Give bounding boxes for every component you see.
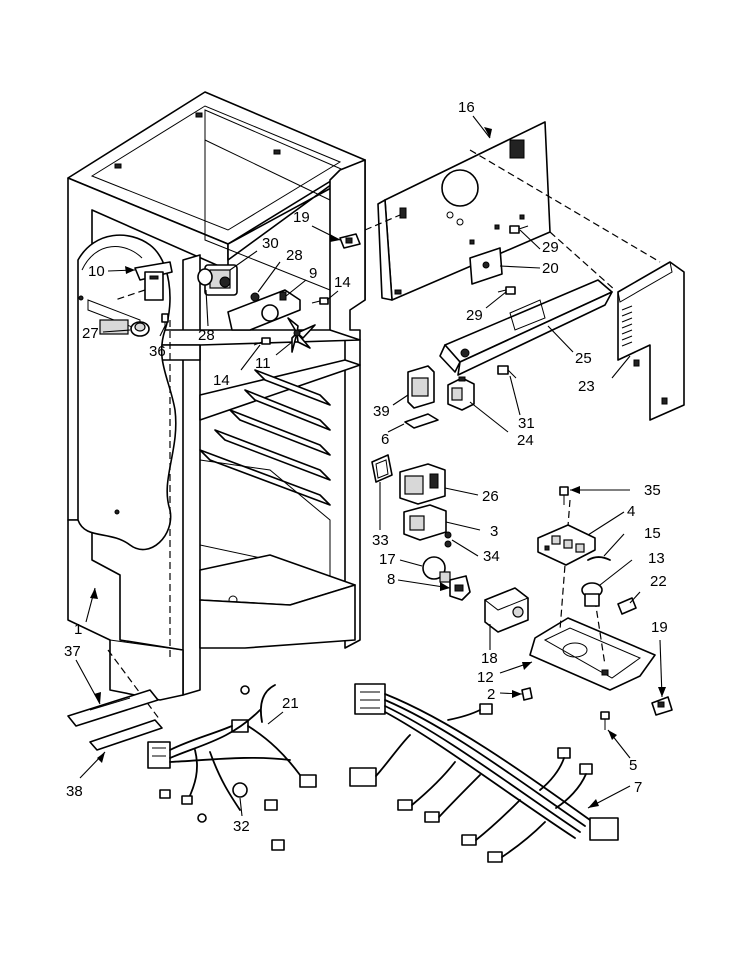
callout-30: 30 bbox=[262, 235, 279, 252]
part-20-gasket[interactable] bbox=[469, 247, 503, 285]
callout-10: 10 bbox=[88, 263, 105, 280]
callout-8: 8 bbox=[387, 571, 395, 588]
callout-35: 35 bbox=[644, 482, 661, 499]
callout-28-upper: 28 bbox=[286, 247, 303, 264]
callout-14-lower: 14 bbox=[213, 372, 230, 389]
part-15-clip[interactable] bbox=[587, 556, 611, 561]
part-29-screws[interactable] bbox=[497, 225, 529, 295]
part-30-28-damper-control[interactable] bbox=[197, 264, 260, 302]
callout-15: 15 bbox=[644, 525, 661, 542]
part-18-light-shield[interactable] bbox=[483, 587, 530, 633]
callout-37: 37 bbox=[64, 643, 81, 660]
part-22-connector[interactable] bbox=[617, 597, 637, 615]
callout-19-upper: 19 bbox=[293, 209, 310, 226]
callout-38: 38 bbox=[66, 783, 83, 800]
callout-7: 7 bbox=[634, 779, 642, 796]
part-9-fan-motor-bracket[interactable] bbox=[227, 289, 301, 331]
part-7-wire-harness[interactable] bbox=[349, 683, 619, 863]
part-11-fan-blade[interactable] bbox=[287, 317, 316, 353]
callout-14-upper: 14 bbox=[334, 274, 351, 291]
callout-20: 20 bbox=[542, 260, 559, 277]
part-25-control-cover[interactable] bbox=[439, 279, 613, 376]
part-35-screw[interactable] bbox=[559, 486, 569, 505]
callout-19-lower: 19 bbox=[651, 619, 668, 636]
part-5-screw[interactable] bbox=[600, 711, 610, 730]
part-26-relay[interactable] bbox=[399, 463, 446, 505]
callout-12: 12 bbox=[477, 669, 494, 686]
leader-lines bbox=[75, 115, 666, 817]
part-38-trim[interactable] bbox=[89, 719, 163, 751]
callout-32: 32 bbox=[233, 818, 250, 835]
callout-4: 4 bbox=[627, 503, 635, 520]
part-37-trim[interactable] bbox=[67, 689, 159, 727]
callout-3: 3 bbox=[490, 523, 498, 540]
callout-1: 1 bbox=[74, 621, 82, 638]
part-4-control-board[interactable] bbox=[537, 524, 596, 566]
callout-31: 31 bbox=[518, 415, 535, 432]
part-33-gasket[interactable] bbox=[371, 454, 393, 483]
callout-39: 39 bbox=[373, 403, 390, 420]
part-14-screws[interactable] bbox=[253, 297, 329, 346]
engagement-lines-housing bbox=[364, 149, 661, 291]
callout-9: 9 bbox=[309, 265, 317, 282]
callout-labels: 16 19 30 28 29 10 9 20 14 29 27 28 36 11… bbox=[64, 99, 668, 835]
callout-13: 13 bbox=[648, 550, 665, 567]
callout-27: 27 bbox=[82, 325, 99, 342]
part-23-air-duct[interactable] bbox=[617, 261, 685, 421]
part-24-switch[interactable] bbox=[447, 376, 475, 411]
callout-28-lower: 28 bbox=[198, 327, 215, 344]
part-12-control-base[interactable] bbox=[529, 617, 656, 691]
part-2-screw[interactable] bbox=[521, 687, 533, 701]
callout-2: 2 bbox=[487, 686, 495, 703]
callout-26: 26 bbox=[482, 488, 499, 505]
part-8-lamp-socket[interactable] bbox=[449, 575, 471, 601]
callout-5: 5 bbox=[629, 757, 637, 774]
part-16-control-housing[interactable] bbox=[377, 121, 551, 301]
callout-36: 36 bbox=[149, 343, 166, 360]
callout-24: 24 bbox=[517, 432, 534, 449]
callout-25: 25 bbox=[575, 350, 592, 367]
callout-16: 16 bbox=[458, 99, 475, 116]
part-21-wire-harness[interactable] bbox=[147, 684, 317, 851]
callout-22: 22 bbox=[650, 573, 667, 590]
callout-6: 6 bbox=[381, 431, 389, 448]
callout-33: 33 bbox=[372, 532, 389, 549]
part-23-louvers bbox=[621, 305, 633, 347]
part-6-pad[interactable] bbox=[404, 413, 439, 429]
callout-29-lower: 29 bbox=[466, 307, 483, 324]
part-1-cabinet-liner[interactable] bbox=[67, 91, 366, 701]
callout-34: 34 bbox=[483, 548, 500, 565]
callout-29-upper: 29 bbox=[542, 239, 559, 256]
part-34-screws[interactable] bbox=[444, 531, 452, 548]
callout-18: 18 bbox=[481, 650, 498, 667]
part-27-thermostat-knob[interactable] bbox=[130, 321, 150, 337]
part-17-light-bulb[interactable] bbox=[422, 556, 451, 583]
callout-23: 23 bbox=[578, 378, 595, 395]
callout-21: 21 bbox=[282, 695, 299, 712]
part-39-module[interactable] bbox=[407, 365, 435, 409]
part-3-overload[interactable] bbox=[403, 504, 447, 541]
engagement-lines-cabinet bbox=[107, 289, 171, 721]
part-10-bracket[interactable] bbox=[134, 261, 173, 301]
part-13-thermistor[interactable] bbox=[581, 582, 603, 607]
callout-17: 17 bbox=[379, 551, 396, 568]
callout-11: 11 bbox=[255, 355, 271, 372]
part-31-screw[interactable] bbox=[497, 365, 517, 379]
part-19-clip-upper[interactable] bbox=[339, 233, 361, 249]
part-19-clip-lower[interactable] bbox=[651, 696, 673, 716]
